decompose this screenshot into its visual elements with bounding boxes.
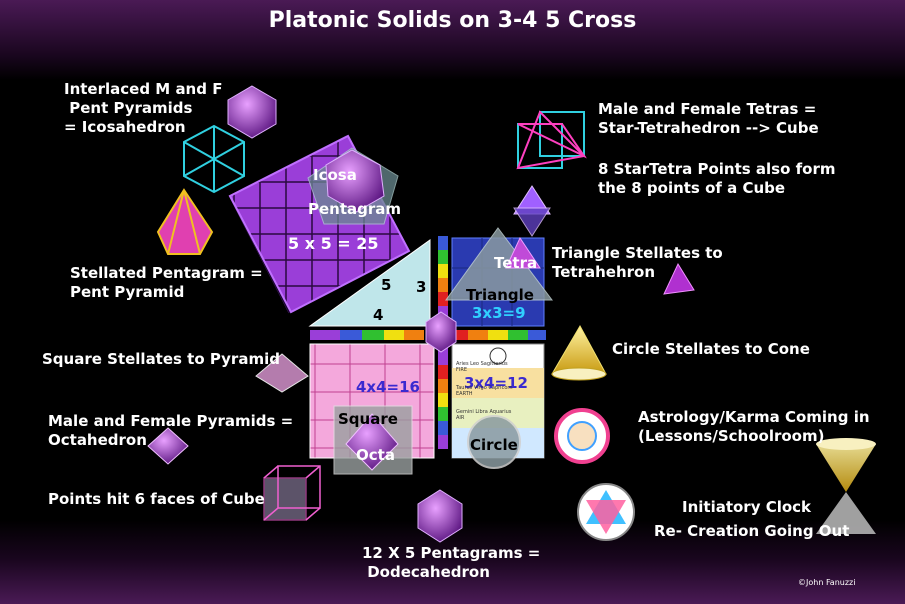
tetrahedron-icon — [663, 262, 695, 295]
credit: ©John Fanuzzi — [798, 578, 856, 587]
octa-label: Octa — [356, 446, 395, 464]
cone-icon — [551, 324, 607, 381]
side-5-label: 5 — [381, 276, 392, 294]
circle-label: Circle — [470, 436, 518, 454]
octahedron-icon — [147, 427, 189, 465]
startetra-points-label: 8 StarTetra Points also form the 8 point… — [598, 160, 836, 197]
star-tetrahedron-cube-icon — [516, 110, 587, 170]
chart-signs: Aries Leo Sagittarius FIRE Taurus Virgo … — [456, 361, 513, 421]
dodecahedron-label: 12 X 5 Pentagrams = Dodecahedron — [362, 544, 541, 581]
initiatory-label: Initiatory Clock — [682, 498, 812, 516]
square-pyramid-icon — [255, 353, 309, 393]
interlaced-pyramids-icon — [183, 124, 245, 194]
pentagram-label: Pentagram — [308, 200, 402, 218]
star-tetra-icon-2 — [513, 207, 551, 237]
square-label: Square — [338, 410, 398, 428]
four-by-four-label: 4x4=16 — [356, 378, 420, 396]
three-by-four-label: 3x4=12 — [464, 374, 528, 392]
octa-shape — [345, 413, 399, 471]
icosahedron-top-icon — [227, 85, 277, 139]
points-cube-label: Points hit 6 faces of Cube — [48, 490, 265, 508]
cube-icon — [263, 465, 321, 521]
three-by-three-label: 3x3=9 — [472, 304, 526, 322]
tetra-shape — [505, 236, 541, 269]
circle-stellates-label: Circle Stellates to Cone — [612, 340, 810, 358]
astrology-wheel-icon — [554, 408, 610, 464]
interlaced-label: Interlaced M and F Pent Pyramids = Icosa… — [64, 80, 223, 136]
side-4-label: 4 — [373, 306, 384, 324]
circle-shape — [467, 415, 521, 469]
side-3-label: 3 — [416, 278, 427, 296]
dodecahedron-icon — [417, 489, 463, 543]
icosa-shape — [325, 149, 385, 213]
male-female-tetras-label: Male and Female Tetras = Star-Tetrahedro… — [598, 100, 819, 137]
double-cone-icon — [816, 438, 876, 534]
cross-horizontal-bar — [310, 330, 546, 340]
icosa-label: Icosa — [313, 166, 357, 184]
triangle-label: Triangle — [466, 286, 534, 304]
recreation-label: Re- Creation Going Out — [654, 522, 850, 540]
triangle-3-4-5 — [308, 239, 431, 327]
astrology-label: Astrology/Karma Coming in (Lessons/Schoo… — [638, 408, 870, 445]
pent-pyramid-icon — [156, 188, 214, 255]
stellated-pentagram-label: Stellated Pentagram = Pent Pyramid — [70, 264, 263, 301]
five-by-five-label: 5 x 5 = 25 — [288, 234, 379, 253]
triangle-stellates-label: Triangle Stellates to Tetrahehron — [552, 244, 723, 281]
square-stellates-label: Square Stellates to Pyramid — [42, 350, 280, 368]
page-title: Platonic Solids on 3-4 5 Cross — [268, 8, 637, 33]
tetra-label: Tetra — [494, 254, 538, 272]
initiatory-clock-icon — [577, 483, 635, 541]
male-female-pyramids-label: Male and Female Pyramids = Octahedron — [48, 412, 294, 449]
center-dodeca — [425, 311, 457, 353]
